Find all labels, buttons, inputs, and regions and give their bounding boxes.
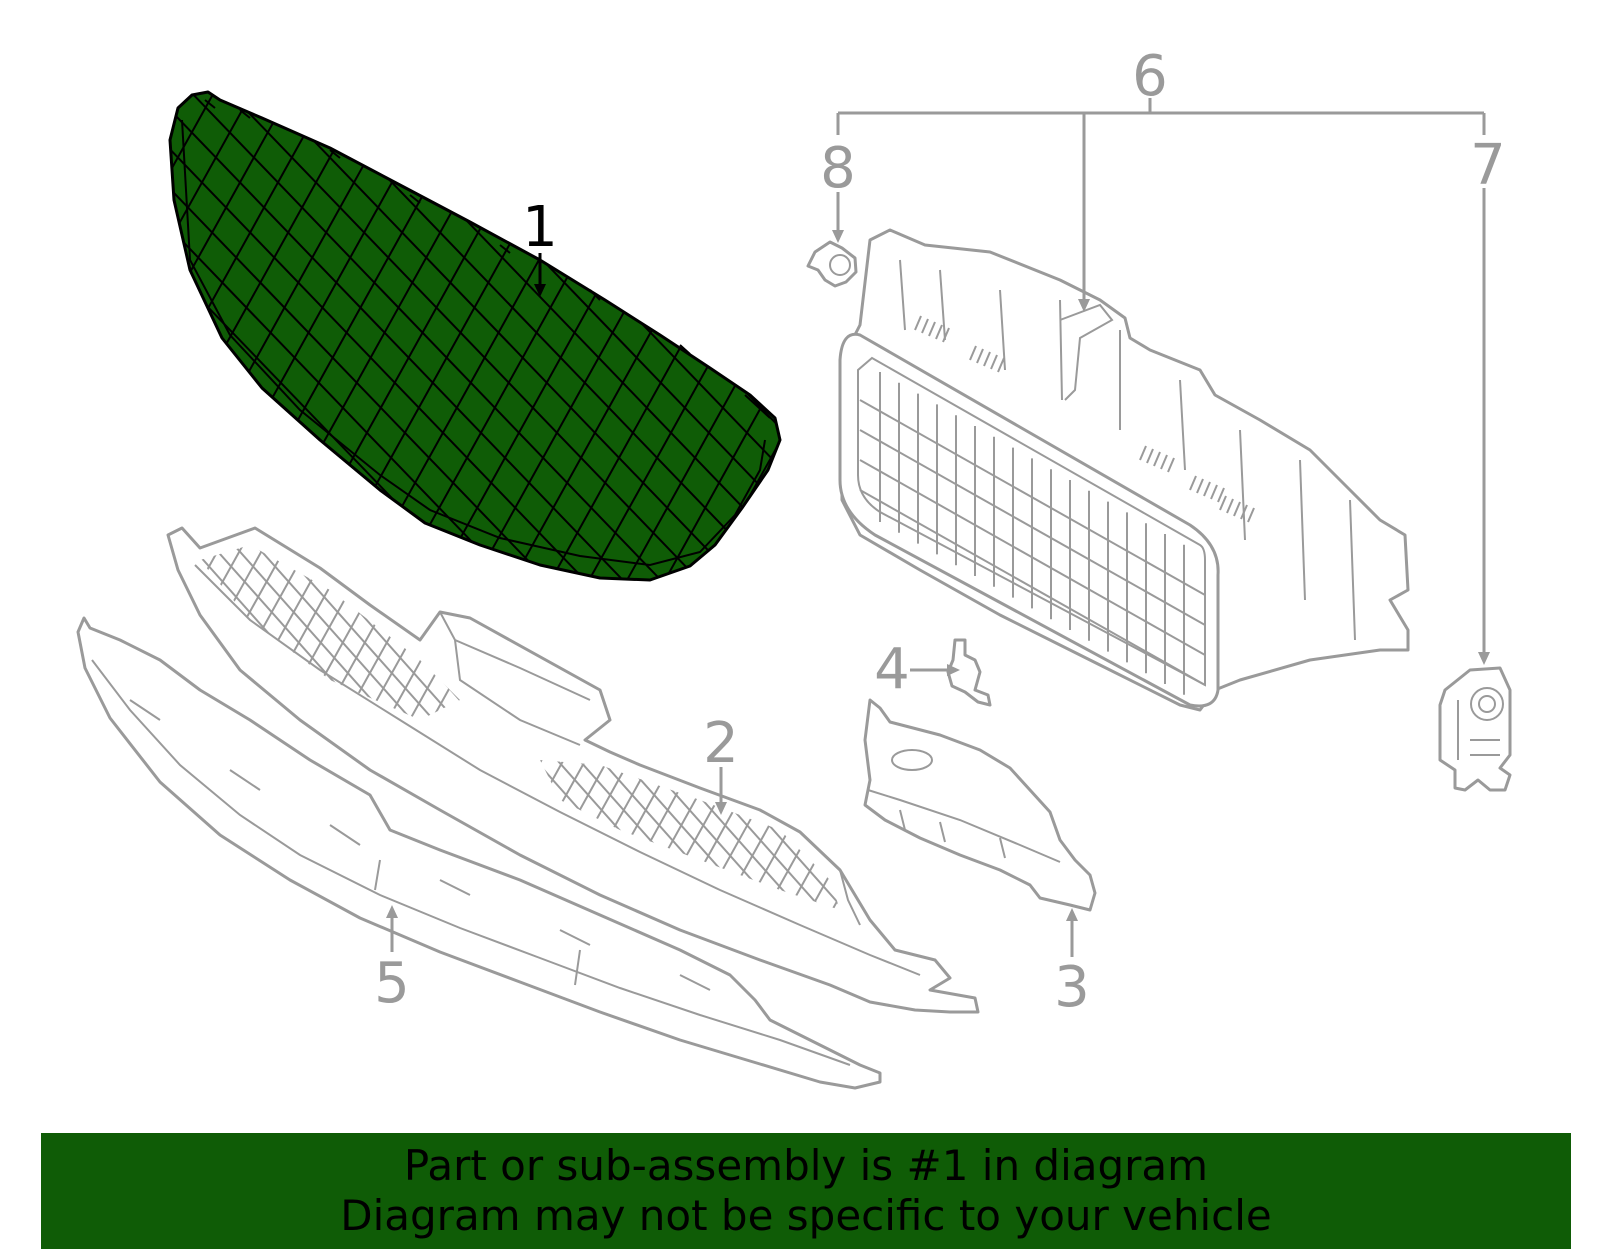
callout-3[interactable]: 3 — [1054, 955, 1090, 1020]
part-6-shutter-assembly[interactable] — [838, 228, 1410, 712]
part-5-lower-trim[interactable] — [76, 616, 882, 1090]
footer-line-2: Diagram may not be specific to your vehi… — [340, 1191, 1272, 1240]
callout-5[interactable]: 5 — [374, 951, 410, 1016]
part-8-clip[interactable] — [806, 240, 858, 288]
callout-8[interactable]: 8 — [820, 136, 856, 201]
callout-6[interactable]: 6 — [1132, 44, 1168, 109]
part-3-bracket[interactable] — [863, 698, 1097, 912]
callout-7[interactable]: 7 — [1470, 133, 1506, 198]
callout-2[interactable]: 2 — [703, 711, 739, 776]
footer-banner: Part or sub-assembly is #1 in diagram Di… — [41, 1133, 1571, 1249]
callout-1[interactable]: 1 — [522, 195, 558, 260]
footer-line-1: Part or sub-assembly is #1 in diagram — [403, 1141, 1209, 1190]
leader-lines — [386, 98, 1490, 957]
callout-4[interactable]: 4 — [874, 637, 910, 702]
part-7-actuator[interactable] — [1438, 666, 1512, 792]
